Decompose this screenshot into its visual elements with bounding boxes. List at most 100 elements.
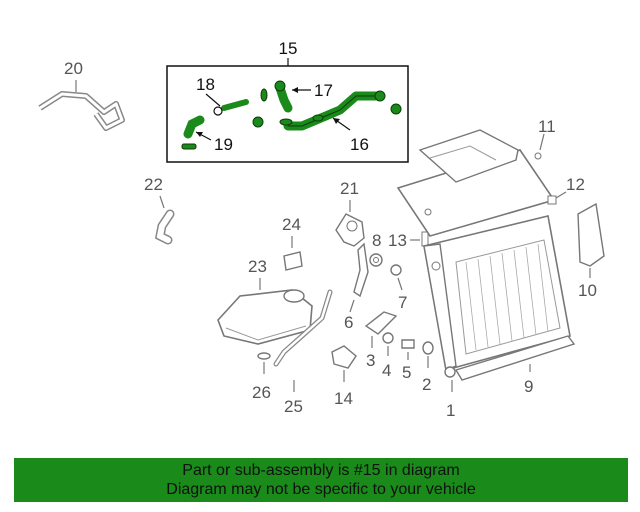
part-2-group[interactable]: 2 [422, 341, 434, 394]
callout-25[interactable]: 25 [284, 397, 303, 416]
hose-16-end-cap [374, 90, 386, 102]
hose-20-inner [39, 92, 124, 130]
info-banner: Part or sub-assembly is #15 in diagram D… [14, 458, 628, 502]
callout-7-leader [397, 277, 403, 291]
part-20-group[interactable]: 20 [38, 59, 125, 131]
hose-19[interactable] [183, 115, 205, 139]
callout-12[interactable]: 12 [566, 175, 585, 194]
nut-4 [382, 332, 394, 344]
part-5-group[interactable]: 5 [401, 339, 415, 382]
callout-11[interactable]: 11 [538, 117, 556, 136]
clamp-17 [260, 88, 268, 102]
o-ring-18 [213, 106, 223, 116]
callout-1[interactable]: 1 [446, 401, 455, 420]
callout-23[interactable]: 23 [248, 257, 267, 276]
thermostat-housing-21 [335, 213, 365, 247]
bracket-10 [577, 202, 605, 267]
part-1-group[interactable]: 1 [423, 215, 571, 420]
part-26-group[interactable]: 26 [252, 352, 271, 402]
callout-10[interactable]: 10 [578, 281, 597, 300]
bracket-3 [364, 311, 398, 335]
callout-18[interactable]: 18 [196, 75, 215, 94]
callout-24[interactable]: 24 [282, 215, 301, 234]
cap-2 [422, 341, 434, 355]
callout-26[interactable]: 26 [252, 383, 271, 402]
callout-2[interactable]: 2 [422, 375, 431, 394]
callout-11-leader [539, 133, 545, 151]
radiator-core [455, 239, 561, 355]
callout-5[interactable]: 5 [402, 363, 411, 382]
part-22-group[interactable]: 22 [144, 175, 175, 245]
hose-17-end [274, 80, 286, 92]
lower-seal-9 [454, 335, 576, 381]
callout-22-leader [159, 195, 165, 209]
callout-21[interactable]: 21 [340, 179, 359, 198]
part-14-group[interactable]: 14 [331, 345, 357, 408]
shroud-bolt-2 [424, 208, 432, 216]
callout-14[interactable]: 14 [334, 389, 353, 408]
radiator-fins [465, 243, 549, 351]
overflow-hose-25-inner [274, 290, 332, 366]
bolt-13 [421, 231, 429, 247]
pipe-18[interactable] [221, 99, 249, 111]
gasket-8 [369, 253, 383, 267]
callout-13[interactable]: 13 [388, 231, 407, 250]
callout-19[interactable]: 19 [214, 135, 233, 154]
radiator-tank-left [423, 243, 457, 371]
callout-17[interactable]: 17 [314, 81, 333, 100]
clamp-19 [181, 143, 197, 150]
clip-12 [547, 195, 557, 205]
part-12-group[interactable]: 12 [547, 175, 585, 205]
bracket-14 [331, 345, 357, 369]
part-4-group[interactable]: 4 [382, 332, 394, 380]
part-21-group[interactable]: 21 [335, 179, 365, 247]
upper-hose-16[interactable] [283, 91, 381, 131]
callout-7[interactable]: 7 [398, 293, 407, 312]
part-3-group[interactable]: 3 [364, 311, 398, 370]
fan-housing-11 [418, 129, 519, 183]
part-9-group[interactable]: 9 [454, 335, 576, 396]
upper-hose-16-outline [287, 95, 377, 127]
cap-24 [283, 251, 303, 271]
part-7-group[interactable]: 7 [390, 264, 407, 312]
callout-22[interactable]: 22 [144, 175, 163, 194]
part-10-group[interactable]: 10 [577, 202, 605, 300]
part-25-group[interactable]: 25 [273, 289, 333, 416]
grommet-26 [257, 352, 271, 360]
callout-3[interactable]: 3 [366, 351, 375, 370]
hose-17[interactable] [275, 83, 293, 113]
hose-16-clamp [390, 103, 402, 115]
part-8-group[interactable]: 8 [369, 231, 383, 267]
reservoir-cap [283, 289, 305, 303]
part-24-group[interactable]: 24 [282, 215, 303, 271]
bracket-6 [353, 242, 369, 298]
callout-8[interactable]: 8 [372, 231, 381, 250]
part-11-group[interactable]: 11 [396, 117, 556, 237]
part-23-group[interactable]: 23 [217, 257, 313, 345]
banner-line-subassembly: Part or sub-assembly is #15 in diagram [182, 462, 460, 479]
callout-15[interactable]: 15 [279, 39, 298, 58]
part-6-group[interactable]: 6 [344, 242, 369, 332]
callout-17-arrow [292, 87, 298, 93]
callout-6-leader [349, 299, 355, 313]
housing-21-port [346, 220, 358, 232]
sensor-7 [390, 264, 402, 276]
callout-16[interactable]: 16 [350, 135, 369, 154]
banner-line-disclaimer: Diagram may not be specific to your vehi… [166, 481, 476, 498]
shroud-bolt [534, 152, 542, 160]
subassembly-15-group[interactable]: 15 17 18 19 16 [166, 39, 409, 163]
hose-22-inner [156, 211, 173, 243]
radiator-drain-1 [444, 366, 456, 378]
callout-20[interactable]: 20 [64, 59, 83, 78]
clamp-16a [279, 118, 293, 126]
callout-9[interactable]: 9 [524, 377, 533, 396]
clamp-16b [312, 114, 324, 122]
callout-4[interactable]: 4 [382, 361, 391, 380]
part-13-group[interactable]: 13 [388, 231, 429, 250]
callout-6[interactable]: 6 [344, 313, 353, 332]
gasket-8-hole [373, 257, 379, 263]
reservoir-detail [225, 325, 307, 341]
fan-housing-detail [429, 145, 497, 161]
